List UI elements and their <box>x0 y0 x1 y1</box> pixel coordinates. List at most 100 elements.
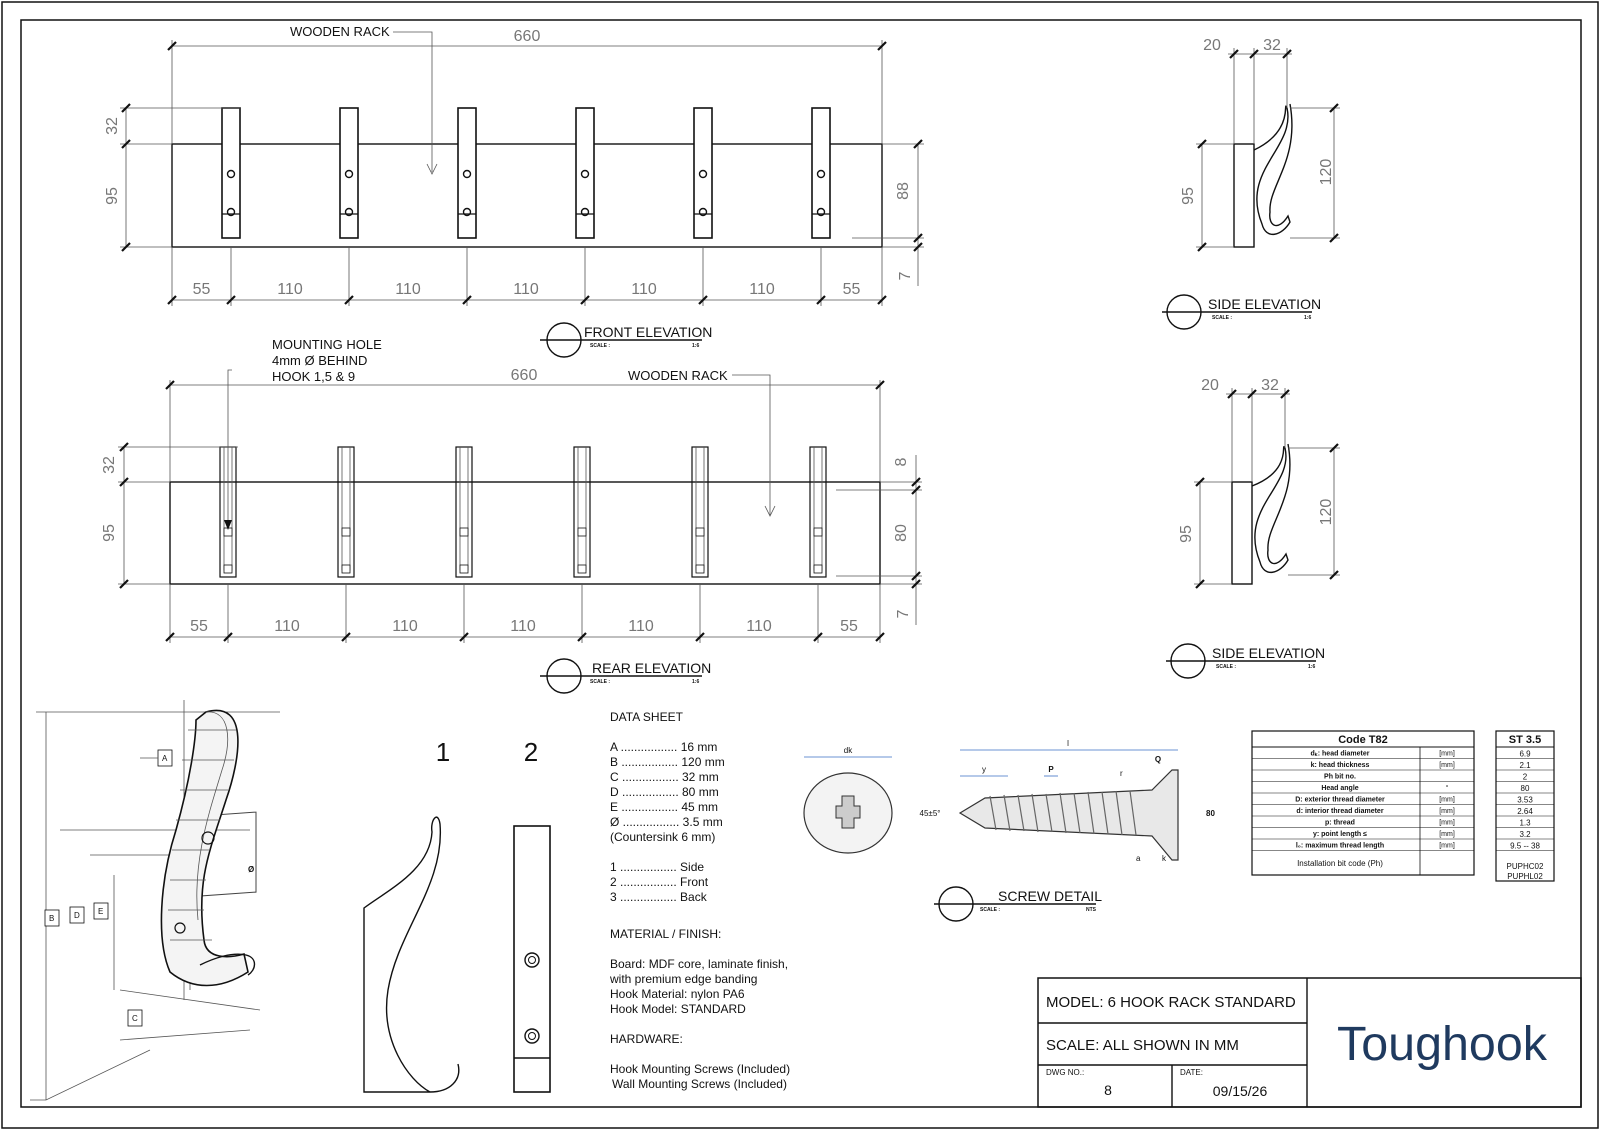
spec-row-unit: [mm] <box>1439 831 1455 838</box>
svg-text:DWG NO.:: DWG NO.: <box>1046 1068 1084 1077</box>
spacing-dim: 55 <box>840 618 858 635</box>
rear-dim-total: 660 <box>511 367 538 384</box>
svg-text:dk: dk <box>844 746 853 755</box>
rear-hole-note-2: 4mm Ø BEHIND <box>272 353 367 368</box>
front-hook <box>457 107 477 239</box>
svg-text:SCALE :: SCALE : <box>1216 664 1236 670</box>
spec-table: Code T82 ST 3.5 dₖ: head diameter[mm]6.9… <box>1251 730 1555 882</box>
spec-row-label: Ph bit no. <box>1324 774 1356 781</box>
svg-text:A ................. 16 mm: A ................. 16 mm <box>610 740 717 754</box>
svg-text:HARDWARE:: HARDWARE: <box>610 1032 683 1046</box>
spec-row-unit: [mm] <box>1439 797 1455 804</box>
rear-hole-note-3: HOOK 1,5 & 9 <box>272 369 355 384</box>
svg-text:1:6: 1:6 <box>692 343 699 349</box>
spec-row-value: 80 <box>1521 784 1530 793</box>
svg-text:Hook Mounting Screws (Included: Hook Mounting Screws (Included) <box>610 1062 790 1076</box>
spec-row-label: d: interior thread diameter <box>1296 808 1383 815</box>
svg-text:32: 32 <box>1261 377 1279 394</box>
iso-label-d: D <box>74 911 80 920</box>
side-elevation-top: 20 32 95 120 SIDE ELEVATION SCALE : 1:6 <box>1162 37 1340 330</box>
spacing-dim: 110 <box>277 281 303 298</box>
spacing-dim: 110 <box>274 618 300 635</box>
svg-text:1 ................. Side: 1 ................. Side <box>610 860 704 874</box>
side2-title: SIDE ELEVATION <box>1212 645 1325 661</box>
svg-text:2 ................. Front: 2 ................. Front <box>610 875 709 889</box>
svg-text:1:6: 1:6 <box>1308 664 1315 670</box>
svg-text:k: k <box>1162 854 1167 863</box>
spec-code-heading: Code T82 <box>1338 734 1388 746</box>
svg-text:C ................. 32 mm: C ................. 32 mm <box>610 770 719 784</box>
spec-row-unit: [mm] <box>1439 843 1455 850</box>
spec-row-value: 6.9 <box>1519 750 1531 759</box>
rear-dim-hook: 32 <box>101 456 118 474</box>
svg-text:95: 95 <box>1178 525 1195 543</box>
svg-text:Installation bit code (Ph): Installation bit code (Ph) <box>1297 859 1383 868</box>
rear-dim-top-right: 8 <box>893 457 910 466</box>
svg-text:1:6: 1:6 <box>692 679 699 685</box>
spacing-dim: 110 <box>392 618 418 635</box>
front-dim-bottom: 7 <box>897 271 914 280</box>
front-hook <box>811 107 831 239</box>
svg-text:with premium edge banding: with premium edge banding <box>609 972 757 986</box>
spec-row-unit: [mm] <box>1439 820 1455 827</box>
spec-row-value: 3.53 <box>1517 796 1533 805</box>
data-sheet-heading: DATA SHEET <box>610 710 684 724</box>
spacing-dim: 110 <box>513 281 539 298</box>
svg-text:NTS: NTS <box>1086 907 1097 913</box>
svg-text:Q: Q <box>1155 755 1161 764</box>
scale-text: SCALE: ALL SHOWN IN MM <box>1046 1037 1239 1054</box>
inner-border <box>20 19 1582 1108</box>
front-hook <box>693 107 713 239</box>
spec-row-value: 2.64 <box>1517 807 1533 816</box>
rear-hook <box>691 446 709 578</box>
rear-hook <box>809 446 827 578</box>
spacing-dim: 55 <box>843 281 861 298</box>
screw-title: SCREW DETAIL <box>998 888 1102 904</box>
front-hook <box>339 107 359 239</box>
front-hook <box>221 107 241 239</box>
svg-text:PUPHC02: PUPHC02 <box>1507 862 1544 871</box>
svg-text:l: l <box>1067 739 1069 748</box>
spacing-dim: 110 <box>395 281 421 298</box>
front-title: FRONT ELEVATION <box>584 324 712 340</box>
svg-text:B ................. 120 mm: B ................. 120 mm <box>610 755 725 769</box>
svg-text:D ................. 80 mm: D ................. 80 mm <box>610 785 719 799</box>
date-value: 09/15/26 <box>1213 1083 1268 1099</box>
spec-row-value: 1.3 <box>1519 819 1531 828</box>
view-number-2: 2 <box>524 737 538 767</box>
spec-row-unit: [mm] <box>1439 762 1455 769</box>
rear-hook <box>455 446 473 578</box>
spec-row-unit: ° <box>1446 784 1449 792</box>
iso-label-c: C <box>132 1014 138 1023</box>
rear-dim-right: 80 <box>893 524 910 542</box>
front-dim-right: 88 <box>895 182 912 200</box>
svg-text:3 ................. Back: 3 ................. Back <box>610 890 708 904</box>
svg-text:SCALE :: SCALE : <box>590 343 610 349</box>
spacing-dim: 110 <box>749 281 775 298</box>
rear-title: REAR ELEVATION <box>592 660 711 676</box>
view-number-1: 1 <box>436 737 450 767</box>
svg-text:95: 95 <box>1180 187 1197 205</box>
svg-text:y: y <box>982 765 986 774</box>
rear-dim-board: 95 <box>101 524 118 542</box>
data-sheet: DATA SHEET A ................. 16 mm B .… <box>609 710 790 1091</box>
rear-board <box>169 481 881 585</box>
svg-text:1:6: 1:6 <box>1304 315 1311 321</box>
isometric-hook: A B D E C Ø <box>30 700 280 1101</box>
model-text: MODEL: 6 HOOK RACK STANDARD <box>1046 994 1296 1011</box>
front-hook <box>575 107 595 239</box>
svg-text:120: 120 <box>1318 499 1335 526</box>
rear-elevation: 660 MOUNTING HOLE 4mm Ø BEHIND HOOK 1,5 … <box>101 337 922 694</box>
svg-text:Hook Material: nylon PA6: Hook Material: nylon PA6 <box>610 987 745 1001</box>
svg-text:(Countersink 6 mm): (Countersink 6 mm) <box>610 830 715 844</box>
spacing-dim: 110 <box>631 281 657 298</box>
side-elevation-bottom: 20 32 95 120 SIDE ELEVATION SCALE : 1:6 <box>1166 377 1340 679</box>
svg-text:P: P <box>1048 765 1054 774</box>
svg-text:120: 120 <box>1318 159 1335 186</box>
company-logo: Toughook <box>1337 1018 1548 1071</box>
spec-row-value: 3.2 <box>1519 830 1531 839</box>
front-dim-hook: 32 <box>104 117 121 135</box>
svg-text:SCALE :: SCALE : <box>590 679 610 685</box>
